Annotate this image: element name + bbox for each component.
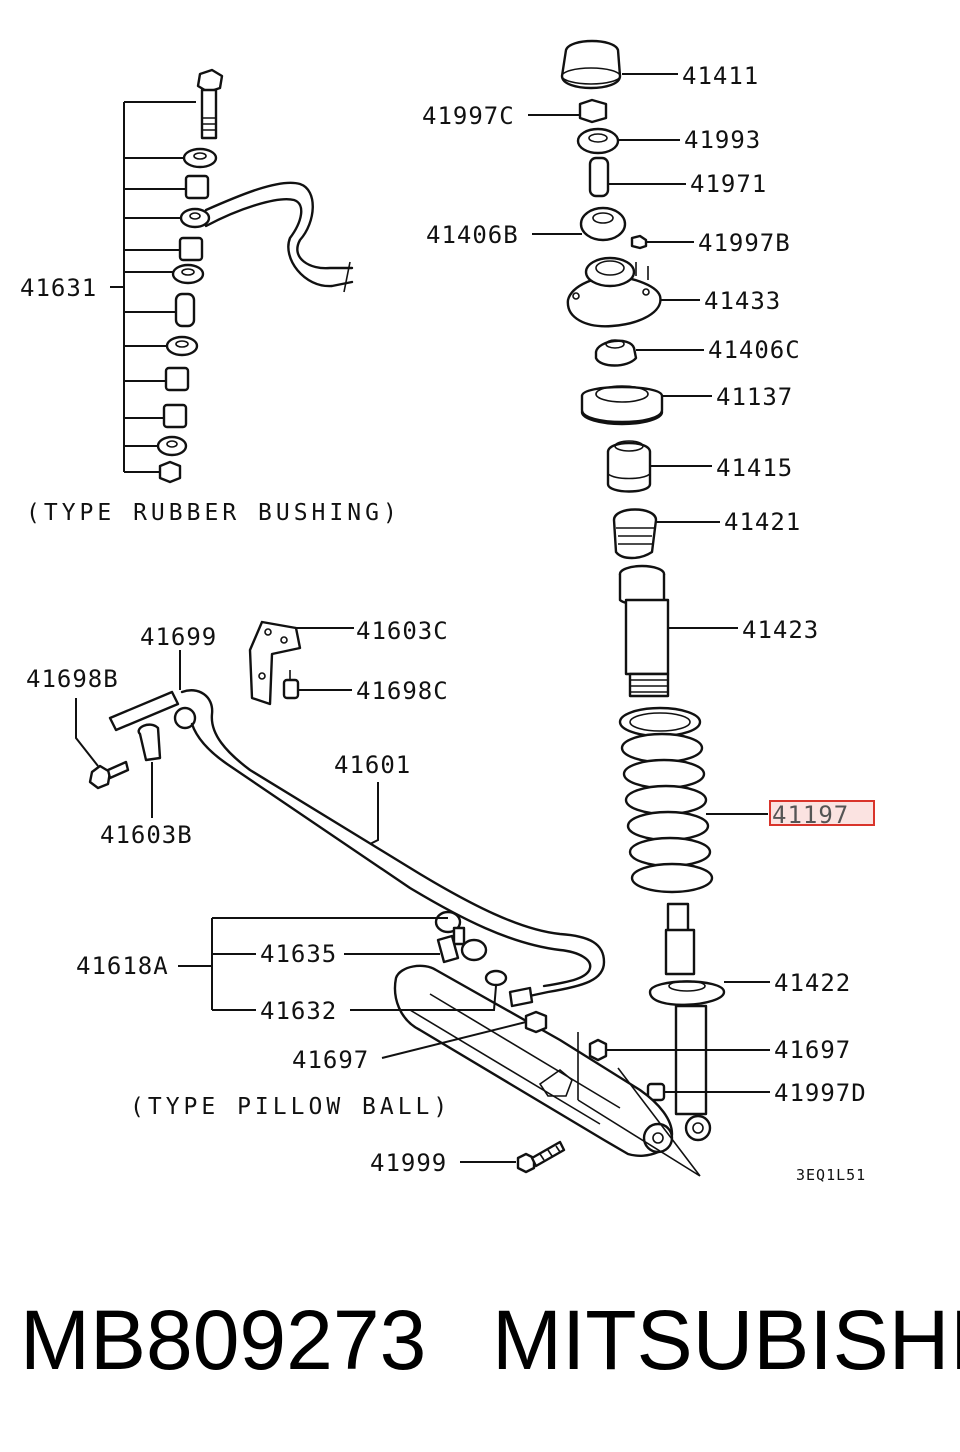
diagram-code: 3EQ1L51 — [796, 1166, 866, 1184]
highlight-box — [769, 800, 875, 826]
label-41601: 41601 — [334, 751, 411, 779]
label-41137: 41137 — [716, 383, 793, 411]
label-41698c: 41698C — [356, 677, 449, 705]
brand-name: MITSUBISHI — [492, 1293, 960, 1387]
label-41997c: 41997C — [422, 102, 515, 130]
label-41971: 41971 — [690, 170, 767, 198]
part-number: MB809273 — [20, 1293, 427, 1387]
label-41698b: 41698B — [26, 665, 119, 693]
pillow-ball-assembly — [88, 620, 701, 1177]
label-41406b: 41406B — [426, 221, 519, 249]
label-41997b: 41997B — [698, 229, 791, 257]
label-41997d: 41997D — [774, 1079, 867, 1107]
label-41415: 41415 — [716, 454, 793, 482]
rubber-bushing-assembly — [110, 68, 354, 484]
label-41697-left: 41697 — [292, 1046, 369, 1074]
strut-assembly — [560, 39, 726, 1142]
label-41631: 41631 — [20, 274, 97, 302]
coil-spring-41197 — [618, 706, 714, 894]
label-41603b: 41603B — [100, 821, 193, 849]
label-41406c: 41406C — [708, 336, 801, 364]
label-41635: 41635 — [260, 940, 337, 968]
note-pillow-ball: (TYPE PILLOW BALL) — [130, 1094, 451, 1120]
label-41411: 41411 — [682, 62, 759, 90]
highlight-41197: 41197 — [769, 800, 875, 829]
label-41699: 41699 — [140, 623, 217, 651]
label-41999: 41999 — [370, 1149, 447, 1177]
label-41632: 41632 — [260, 997, 337, 1025]
label-41993: 41993 — [684, 126, 761, 154]
pillow-leaders — [75, 627, 527, 1163]
label-41618a: 41618A — [76, 952, 169, 980]
label-41603c: 41603C — [356, 617, 449, 645]
label-41422: 41422 — [774, 969, 851, 997]
label-41421: 41421 — [724, 508, 801, 536]
label-41697-right: 41697 — [774, 1036, 851, 1064]
label-41423: 41423 — [742, 616, 819, 644]
note-rubber-bushing: (TYPE RUBBER BUSHING) — [26, 500, 401, 526]
label-41197: 41197 — [772, 801, 849, 829]
strut-leaders — [528, 73, 770, 1093]
label-41433: 41433 — [704, 287, 781, 315]
caption-bar: MB809273 MITSUBISHI — [0, 1285, 960, 1395]
